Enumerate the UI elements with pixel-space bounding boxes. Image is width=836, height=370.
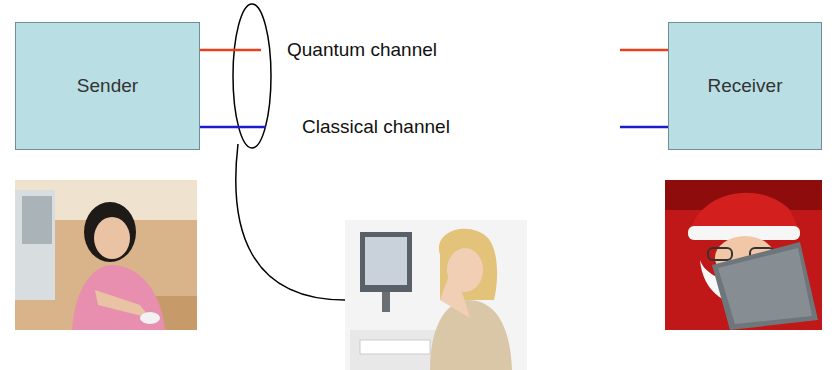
- process-box: Receiver: [668, 22, 822, 150]
- box-label: Receiver: [708, 75, 783, 97]
- process-box: Sender: [15, 22, 200, 150]
- receiver-photo: [665, 180, 822, 330]
- box-label: Sender: [77, 75, 138, 97]
- sender-photo: [15, 180, 197, 330]
- channel-label: Quantum channel: [285, 39, 439, 61]
- channel-label: Classical channel: [300, 116, 452, 138]
- eavesdropper-photo: [345, 220, 527, 370]
- tap-lead: [236, 144, 345, 300]
